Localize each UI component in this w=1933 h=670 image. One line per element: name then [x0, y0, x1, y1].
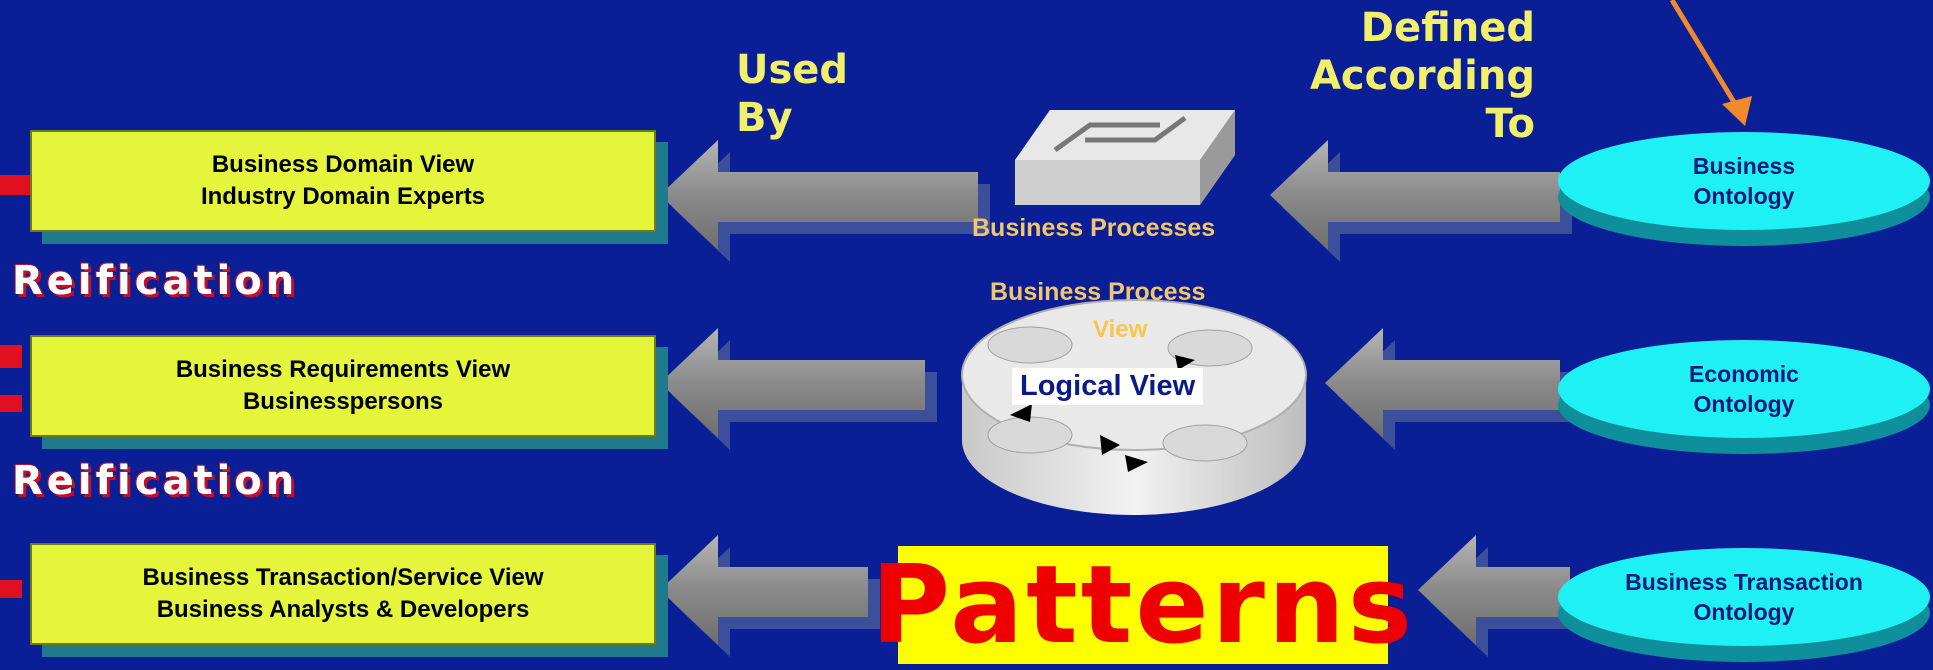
business-process-view-sub-label: View — [1093, 316, 1148, 343]
view-box-line1: Business Requirements View — [175, 356, 511, 383]
logical-view-label: Logical View — [1012, 368, 1204, 405]
business-processes-label: Business Processes — [972, 214, 1216, 242]
defined-line: Defined — [1360, 5, 1535, 51]
arrow-ontology-to-processes — [1270, 140, 1572, 262]
business-ontology-ellipse: Business Ontology — [1558, 132, 1930, 230]
ontology-line2: Ontology — [1693, 599, 1795, 625]
business-requirements-view-box: Business Requirements View Businessperso… — [30, 335, 656, 437]
arrow-transaction-ontology-to-patterns — [1418, 535, 1582, 657]
arrow-patterns-to-transaction-view — [660, 535, 880, 657]
ontology-line1: Business Transaction — [1625, 569, 1863, 595]
business-transaction-view-box: Business Transaction/Service View Busine… — [30, 543, 656, 645]
patterns-box: Patterns — [870, 542, 1416, 668]
business-process-view-label: Business Process — [990, 278, 1206, 306]
ontology-line2: Ontology — [1693, 183, 1795, 209]
logical-view-cylinder — [961, 299, 1307, 515]
used-by-line2: By — [736, 95, 793, 141]
economic-ontology-ellipse: Economic Ontology — [1558, 340, 1930, 438]
business-processes-graphic — [1015, 110, 1235, 205]
arrow-economic-to-logical — [1325, 328, 1572, 450]
arrow-processes-to-domain-view — [660, 140, 990, 262]
ontology-line1: Business — [1692, 153, 1796, 179]
ontology-line2: Ontology — [1693, 391, 1795, 417]
defined-according-to-label: Defined According To — [1310, 4, 1535, 148]
view-box-line1: Business Domain View — [211, 151, 475, 178]
according-line: According — [1309, 53, 1535, 99]
view-box-line2: Business Analysts & Developers — [156, 596, 530, 623]
reification-label-1: Reification — [12, 258, 299, 304]
used-by-label: Used By — [736, 46, 848, 142]
business-domain-view-box: Business Domain View Industry Domain Exp… — [30, 130, 656, 232]
business-transaction-ontology-ellipse: Business Transaction Ontology — [1558, 548, 1930, 646]
view-box-line1: Business Transaction/Service View — [142, 564, 544, 591]
ontology-line1: Economic — [1689, 361, 1799, 387]
left-red-connectors — [0, 175, 30, 598]
view-box-line2: Industry Domain Experts — [200, 183, 486, 210]
view-box-line2: Businesspersons — [242, 388, 444, 415]
to-line: To — [1485, 101, 1535, 147]
reification-label-2: Reification — [12, 458, 299, 504]
orange-pointer-arrow — [1669, 0, 1752, 126]
arrow-logical-to-requirements-view — [660, 328, 937, 450]
used-by-line1: Used — [736, 47, 849, 93]
